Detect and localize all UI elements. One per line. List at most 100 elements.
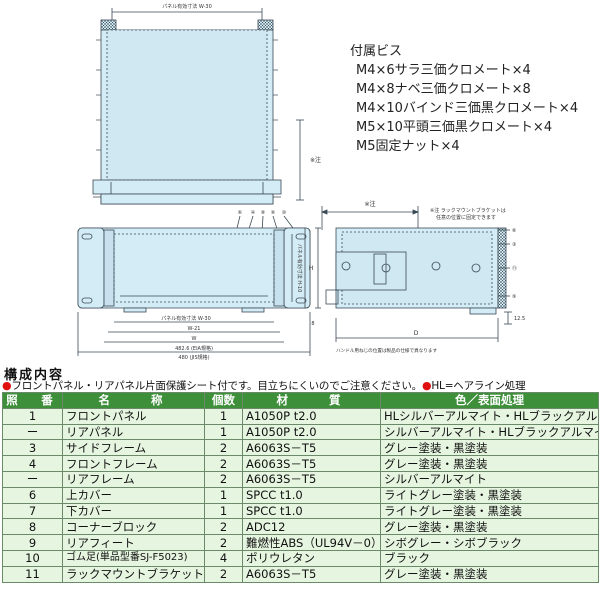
bullet-icon: ● — [421, 379, 432, 392]
front-callouts: ⑥ ④ ⑧ ⑧ ⑩ — [238, 210, 287, 216]
callout-side-3: ⑪ — [512, 265, 517, 272]
screw-line: M4×6サラ三価クロメート×4 — [356, 63, 531, 78]
col-header-name: 名 称 — [62, 392, 205, 409]
cell-finish: グレー塗装・黒塗装 — [380, 455, 599, 472]
rack-note-1: ※注 ラックマウントブラケットは — [430, 207, 506, 214]
cell-material: A6063S－T5 — [242, 455, 381, 472]
screw-line: M4×10バインド三価黒クロメート×4 — [356, 101, 579, 116]
front-inner-label: パネル有効寸法 W-30 — [161, 315, 211, 322]
cell-no: ー — [2, 470, 63, 488]
cell-material: A6063S－T5 — [242, 439, 381, 457]
cell-no: 8 — [2, 518, 63, 536]
cell-qty: 2 — [204, 439, 243, 457]
side-view — [320, 206, 512, 342]
cell-finish: ブラック — [380, 549, 599, 567]
cell-no: 6 — [2, 486, 63, 504]
cell-qty: 2 — [204, 534, 243, 551]
cell-qty: 1 — [204, 486, 243, 504]
rack-bottom-note: ハンドル用ねじの位置は製品の仕様で異なります — [336, 347, 437, 354]
cell-no: 3 — [2, 439, 63, 457]
callout-front-1: ⑥ — [238, 210, 243, 216]
accessory-screws: 付属ビス M4×6サラ三価クロメート×4 M4×8ナベ三価クロメート×8 M4×… — [350, 42, 578, 156]
dim-side-h: パネル有効寸法 H-10 — [296, 244, 303, 293]
callout-front-2: ④ — [251, 210, 256, 216]
cell-qty: 1 — [204, 407, 243, 425]
cell-name: サイドフレーム — [62, 439, 205, 457]
cell-finish: シルバーアルマイト・HLブラックアルマイト — [380, 423, 599, 441]
cell-no: 4 — [2, 455, 63, 472]
arrow-note: ※注 — [364, 200, 375, 208]
callout-front-3: ⑧ — [261, 210, 266, 216]
cell-qty: 2 — [204, 455, 243, 472]
cell-name: ラックマウントブラケット — [62, 565, 205, 583]
cell-no: 9 — [2, 534, 63, 551]
cell-qty: 2 — [204, 470, 243, 488]
cell-name: リアパネル — [62, 423, 205, 441]
dim-overall-2: 480 (JIS規格) — [178, 354, 209, 361]
cell-material: A6063S－T5 — [242, 565, 381, 583]
screw-line: M4×8ナベ三価クロメート×8 — [356, 82, 531, 97]
top-dim-label: パネル有効寸法 W-30 — [162, 3, 212, 10]
cell-name: 下カバー — [62, 502, 205, 520]
cell-finish: グレー塗装・黒塗装 — [380, 565, 599, 583]
protective-sheet-note: ●フロントパネル・リアパネル片面保護シート付です。目立ちにくいのでご注意ください… — [2, 378, 526, 393]
front-view — [77, 215, 321, 356]
cell-finish: シボグレー・シボブラック — [380, 534, 599, 551]
cell-no: 7 — [2, 502, 63, 520]
dim-w: W — [192, 336, 197, 342]
cell-material: A6063S－T5 — [242, 470, 381, 488]
cell-no: 10 — [2, 549, 63, 567]
top-view — [92, 8, 304, 205]
technical-drawing: パネル有効寸法 W-30 ※注 — [77, 3, 525, 361]
cell-material: A1050P t2.0 — [242, 407, 381, 425]
callout-front-4: ⑧ — [271, 210, 276, 216]
table-header-row: 照 番 名 称 個数 材 質 色／表面処理 — [2, 392, 599, 409]
dim-overall-1: 482.6 (EIA規格) — [175, 345, 213, 352]
cell-name: コーナーブロック — [62, 518, 205, 536]
cell-no: 11 — [2, 565, 63, 583]
cell-name: フロントフレーム — [62, 455, 205, 472]
screws-heading: 付属ビス — [350, 44, 403, 59]
bullet-icon: ● — [2, 379, 12, 392]
cell-material: A1050P t2.0 — [242, 423, 381, 441]
col-header-no: 照 番 — [2, 392, 63, 409]
dim-w-minus-21: W-21 — [188, 326, 201, 332]
cell-finish: ライトグレー塗装・黒塗装 — [380, 486, 599, 504]
side-callouts: ⑥ ③ ⑪ ⑨ — [512, 228, 517, 300]
dim-8: 8 — [311, 321, 314, 327]
side-note-label: ※注 — [310, 156, 321, 164]
cell-qty: 1 — [204, 423, 243, 441]
cell-name: リアフレーム — [62, 470, 205, 488]
dim-12-5: 12.5 — [514, 316, 525, 322]
cell-no: 1 — [2, 407, 63, 425]
section-title: 構成内容 — [4, 368, 65, 383]
cell-material: ポリウレタン — [242, 549, 381, 567]
cell-material: SPCC t1.0 — [242, 502, 381, 520]
note-text-a: フロントパネル・リアパネル片面保護シート付です。目立ちにくいのでご注意ください。 — [11, 380, 422, 392]
cell-finish: HLシルバーアルマイト・HLブラックアルマイト — [380, 407, 599, 425]
cell-name: リアフィート — [62, 534, 205, 551]
cell-name: ゴム足(単品型番SJ-F5023) — [62, 549, 205, 567]
col-header-qty: 個数 — [204, 392, 243, 409]
cell-no: ー — [2, 423, 63, 441]
cell-qty: 2 — [204, 565, 243, 583]
rack-note-2: 任意の位置に固定できます — [436, 214, 496, 221]
callout-front-5: ⑩ — [282, 210, 287, 216]
note-text-b: HL=ヘアライン処理 — [431, 380, 526, 392]
cell-qty: 1 — [204, 502, 243, 520]
cell-qty: 2 — [204, 518, 243, 536]
screw-line: M5固定ナット×4 — [356, 139, 460, 154]
callout-side-1: ⑥ — [512, 228, 517, 234]
